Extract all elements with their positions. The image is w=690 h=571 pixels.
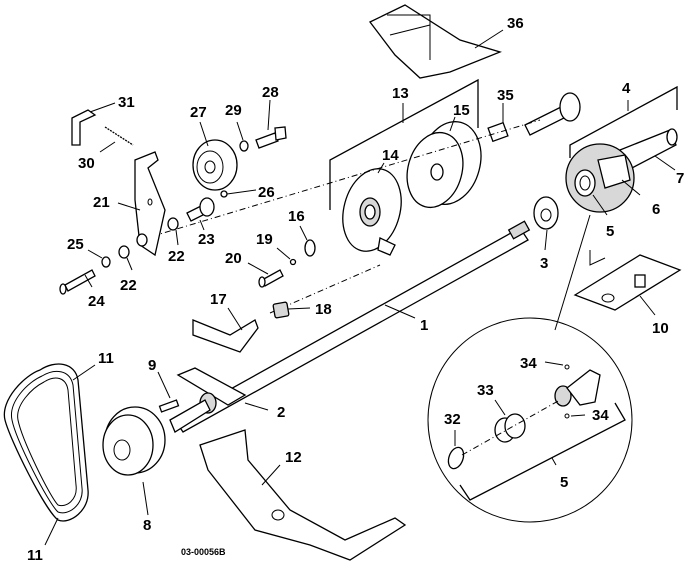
part-32-washer: [447, 446, 465, 470]
callout-19: 19: [256, 231, 273, 248]
callout-30: 30: [78, 155, 95, 172]
part-26-nut: [220, 190, 228, 198]
part-23-shoulder: [186, 197, 215, 222]
part-4-joint-detail: [565, 143, 635, 213]
part-20-bolt: [258, 269, 284, 288]
callout-21: 21: [93, 194, 110, 211]
callout-35: 35: [497, 87, 514, 104]
part-17-bracket: [192, 319, 259, 353]
callout-10: 10: [652, 320, 669, 337]
callout-22-lower: 22: [120, 277, 137, 294]
part-34-ball-bottom: [564, 413, 570, 419]
callout-17: 17: [210, 291, 227, 308]
callout-23: 23: [198, 231, 215, 248]
callout-6: 6: [652, 201, 660, 218]
callout-1: 1: [420, 317, 428, 334]
callout-18: 18: [315, 301, 332, 318]
callout-32: 32: [444, 411, 461, 428]
detail-view-5: 5 32 33 34 34: [427, 317, 633, 523]
callout-4: 4: [622, 80, 631, 97]
part-25-washer: [101, 256, 111, 268]
part-yoke: [554, 369, 601, 407]
part-7-shaft: [619, 128, 678, 171]
callout-2: 2: [277, 404, 285, 421]
callout-29: 29: [225, 102, 242, 119]
callout-31: 31: [118, 94, 135, 111]
bracket-13: [329, 78, 479, 210]
part-29-nut: [239, 140, 249, 152]
part-spindle: [524, 92, 581, 136]
part-34-ball-top: [564, 364, 570, 370]
part-24-bolt: [59, 269, 96, 295]
drawing-number: 03-00056B: [181, 547, 226, 557]
part-36-cover: [369, 4, 502, 79]
part-30-spring: [104, 126, 134, 146]
callout-22-upper: 22: [168, 248, 185, 265]
part-31-bracket: [71, 109, 97, 146]
callout-3: 3: [540, 255, 548, 272]
callout-11-bottom: 11: [27, 547, 43, 564]
part-10-bracket: [573, 250, 682, 311]
callout-20: 20: [225, 250, 242, 267]
leader-36: [474, 29, 504, 49]
callout-14: 14: [382, 147, 399, 164]
callout-7: 7: [676, 170, 684, 187]
callout-12: 12: [285, 449, 302, 466]
callout-11-top: 11: [98, 350, 114, 367]
part-11-belt: [3, 363, 89, 522]
callout-24: 24: [88, 293, 105, 310]
callout-9: 9: [148, 357, 156, 374]
detail-leader: [554, 214, 591, 331]
part-2-bearing: [169, 367, 247, 433]
part-9-key: [158, 399, 180, 413]
callout-16: 16: [288, 208, 305, 225]
part-22-bushing-upper: [167, 217, 179, 231]
part-16-washer: [304, 239, 316, 257]
part-21-idler-arm: [134, 151, 166, 257]
part-28-bolt: [255, 126, 287, 149]
bracket-4: [569, 85, 678, 158]
callout-15: 15: [453, 102, 470, 119]
part-18-key: [272, 301, 290, 319]
callout-25: 25: [67, 236, 84, 253]
part-8-drive-pulley: [102, 406, 166, 476]
callout-27: 27: [190, 104, 207, 121]
part-3-gear: [533, 196, 559, 230]
part-22-bushing-lower: [118, 245, 130, 259]
callout-28: 28: [262, 84, 279, 101]
part-19-nut: [289, 258, 297, 266]
part-27-idler-pulley: [192, 139, 238, 191]
callout-34-top: 34: [520, 355, 537, 372]
callout-8: 8: [143, 517, 151, 534]
part-35-bushing: [487, 121, 509, 143]
callout-34-bottom: 34: [592, 407, 609, 424]
callout-5-upper: 5: [606, 223, 614, 240]
callout-5-detail: 5: [560, 474, 568, 491]
part-12-plate: [199, 429, 407, 561]
part-14-clutch: [342, 168, 402, 256]
callout-26: 26: [258, 184, 275, 201]
part-15-pulley: [406, 121, 482, 209]
callout-36: 36: [507, 15, 524, 32]
callout-33: 33: [477, 382, 494, 399]
callout-13: 13: [392, 85, 409, 102]
